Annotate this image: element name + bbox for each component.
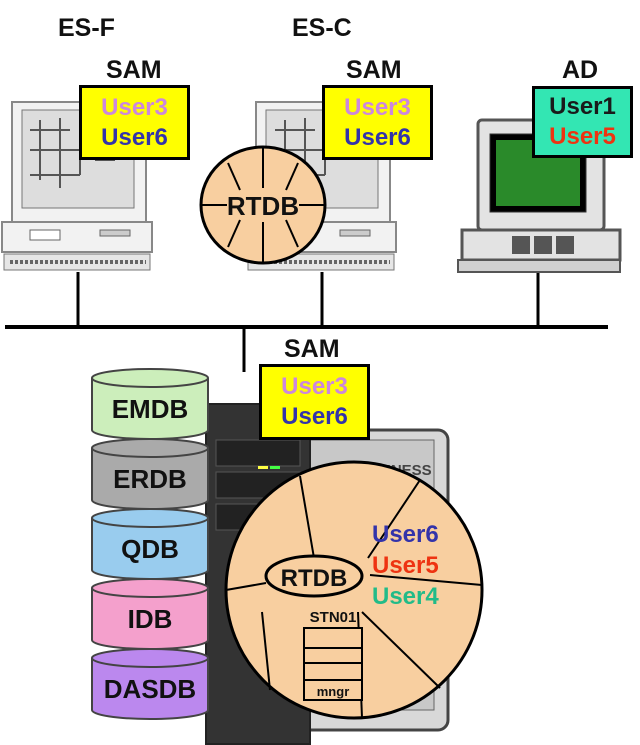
db-idb: IDB: [91, 578, 209, 650]
db-emdb-label: EMDB: [112, 394, 189, 424]
db-idb-label: IDB: [128, 604, 173, 634]
es-c-rtdb-disk: RTDB: [199, 145, 327, 265]
ad-user1: User1: [549, 93, 616, 120]
station-label: STN01: [310, 609, 357, 626]
es-f-user3: User3: [101, 93, 168, 121]
es-c-user3: User3: [344, 93, 411, 121]
es-f-user6: User6: [101, 123, 168, 151]
rtdb-user6: User6: [372, 521, 439, 548]
db-erdb: ERDB: [91, 438, 209, 510]
server-sam-label: SAM: [284, 335, 340, 363]
es-c-sam-label: SAM: [346, 56, 402, 84]
ad-user5: User5: [549, 123, 616, 150]
server-user3: User3: [281, 373, 348, 400]
ad-title: AD: [562, 56, 599, 84]
server-sam-box: User3 User6: [259, 364, 370, 440]
db-dasdb-label: DASDB: [104, 674, 196, 704]
server-user6: User6: [281, 403, 348, 430]
db-emdb: EMDB: [91, 368, 209, 440]
es-c-rtdb-label: RTDB: [227, 191, 299, 221]
station-footer: mngr: [317, 684, 350, 699]
es-f-sam-label: SAM: [106, 56, 162, 84]
es-c-sam-box: User3 User6: [322, 85, 433, 160]
server-rtdb-disk: RTDB STN01 mngr: [224, 460, 484, 720]
rtdb-user4: User4: [372, 583, 439, 610]
es-c-title: ES-C: [292, 14, 352, 42]
db-dasdb: DASDB: [91, 648, 209, 720]
es-c-user6: User6: [344, 123, 411, 151]
db-erdb-label: ERDB: [113, 464, 187, 494]
database-stack: EMDB ERDB QDB IDB DASDB: [91, 368, 209, 720]
ad-user-box: User1 User5: [532, 86, 633, 158]
db-qdb: QDB: [91, 508, 209, 580]
es-f-title: ES-F: [58, 14, 115, 42]
es-f-sam-box: User3 User6: [79, 85, 190, 160]
server-rtdb-label: RTDB: [281, 565, 348, 592]
rtdb-user5: User5: [372, 552, 439, 579]
db-qdb-label: QDB: [121, 534, 179, 564]
